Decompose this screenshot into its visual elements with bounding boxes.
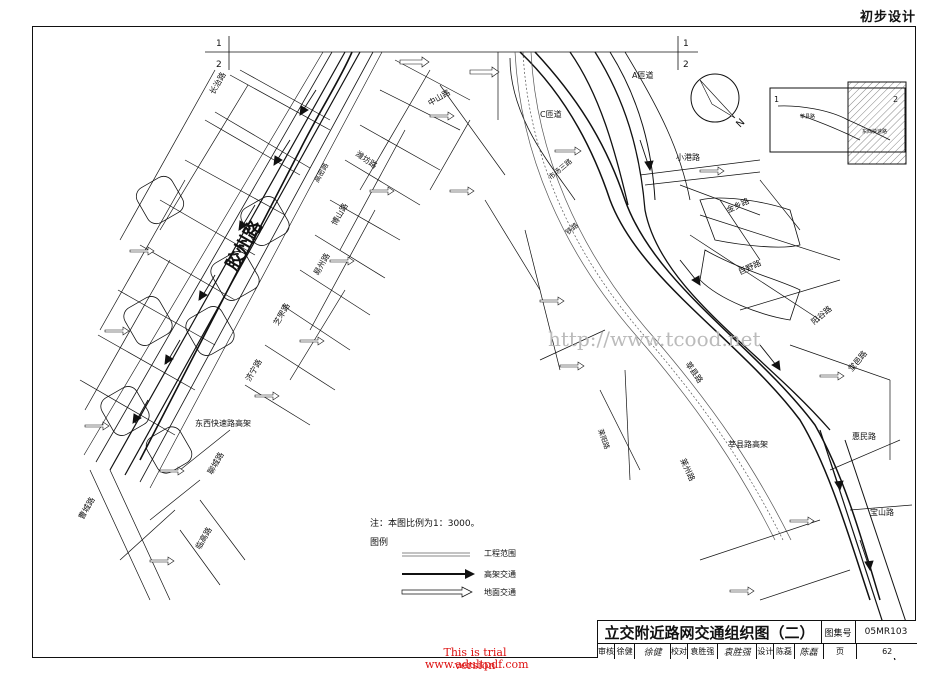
road-label-rampA: A匝道 <box>632 70 653 80</box>
road-label-lixian: 莘县路高架 <box>728 439 768 449</box>
trial-url: www.adultpdf.com <box>425 658 529 671</box>
section-mark-left-1: 1 <box>216 39 222 49</box>
right-city-streets <box>429 52 913 601</box>
legend-title: 图例 <box>370 538 389 548</box>
road-label-jining: 济宁路 <box>243 357 264 383</box>
road-label-weifang: 潍坊路 <box>354 148 379 170</box>
road-label-laiyang: 莱阳路 <box>596 428 612 451</box>
road-label-boshan: 博山路 <box>329 201 350 227</box>
checker-name: 袁胜强 <box>688 643 718 659</box>
road-label-ying: 堂邑路 <box>846 348 869 373</box>
design-stage-label: 初步设计 <box>859 10 916 25</box>
legend-ground-label: 地面交通 <box>484 588 516 597</box>
designer-name: 陈磊 <box>774 643 795 659</box>
trial-notice: This is trial version <box>443 646 507 672</box>
left-rounded-blocks <box>100 175 290 474</box>
right-rounded-blocks <box>699 197 801 321</box>
watermark-url: http://www.tcood.net <box>548 327 761 351</box>
page-number: 62 <box>882 646 893 656</box>
ground-arrows <box>84 56 845 596</box>
road-label-huimin: 惠民路 <box>852 431 876 441</box>
legend-elevated-label: 高架交通 <box>484 570 516 579</box>
inset-text-a: 莘县路 <box>800 113 815 120</box>
road-label-jiaozhou: 胶州路 <box>221 216 268 275</box>
legend-symbols <box>401 552 475 598</box>
drawing-title: 立交附近路网交通组织图（二） <box>598 621 822 644</box>
atlas-no-label: 图集号 <box>821 621 856 644</box>
designer-signature: 陈磊 <box>795 643 824 659</box>
design-label: 设计 <box>757 643 775 659</box>
inset-label-2: 2 <box>893 95 898 104</box>
signature-row: 审核 徐健 徐健 校对 袁胜强 袁胜强 设计 陈磊 陈磊 页 62 <box>598 643 917 659</box>
inset-label-1: 1 <box>774 95 779 104</box>
key-inset: 1 2 莘县路 东西快速路 <box>769 81 907 165</box>
road-label-yizhou: 易州路 <box>311 251 332 277</box>
road-label-baoshan: 宝山路 <box>870 507 894 517</box>
check-label: 校对 <box>671 643 688 659</box>
inset-text-b: 东西快速路 <box>862 128 887 135</box>
drawing-frame <box>32 26 916 658</box>
railway-line <box>514 51 792 541</box>
legend-range-label: 工程范围 <box>484 549 516 558</box>
section-mark-right-1: 1 <box>683 39 689 49</box>
reviewer-signature: 徐健 <box>635 643 671 659</box>
north-label: N <box>734 117 747 130</box>
road-label-rampC: C匝道 <box>540 109 562 119</box>
section-mark-left-2: 2 <box>216 60 222 70</box>
review-label: 审核 <box>598 643 615 659</box>
page-label: 页 <box>824 643 858 659</box>
traffic-arrows <box>132 89 874 572</box>
road-label-changyi: 长治路 <box>207 70 228 96</box>
road-label-yiyang: 莘县路 <box>683 359 705 384</box>
checker-signature: 袁胜强 <box>718 643 758 659</box>
road-label-zhongshan: 中山路 <box>426 87 452 108</box>
section-cut-line <box>205 36 698 70</box>
notes-block: 注：本图比例为1：3000。 图例 <box>370 516 480 548</box>
north-arrow: N <box>690 73 747 130</box>
road-label-laizhou: 莱州路 <box>678 457 697 483</box>
road-label-caocheng: 曹城路 <box>76 495 97 521</box>
title-block: 立交附近路网交通组织图（二） 图集号 05MR103 审核 徐健 徐健 校对 袁… <box>597 620 917 659</box>
reviewer-name: 徐健 <box>615 643 636 659</box>
road-label-gaomi: 高密路 <box>312 161 330 184</box>
road-label-lingao: 临高路 <box>193 525 214 551</box>
road-label-liaocheng: 聊城路 <box>205 450 226 476</box>
road-label-xiaogang: 小港路 <box>676 152 700 162</box>
road-label-shiyuan: 市场三路 <box>547 157 574 182</box>
left-city-blocks <box>79 59 471 601</box>
atlas-no: 05MR103 <box>855 621 917 644</box>
scale-note: 注：本图比例为1：3000。 <box>370 519 480 529</box>
road-label-zhifu: 芝罘路 <box>271 301 292 327</box>
section-mark-right-2: 2 <box>683 60 689 70</box>
road-label-dongxi: 东西快速路高架 <box>195 418 251 428</box>
